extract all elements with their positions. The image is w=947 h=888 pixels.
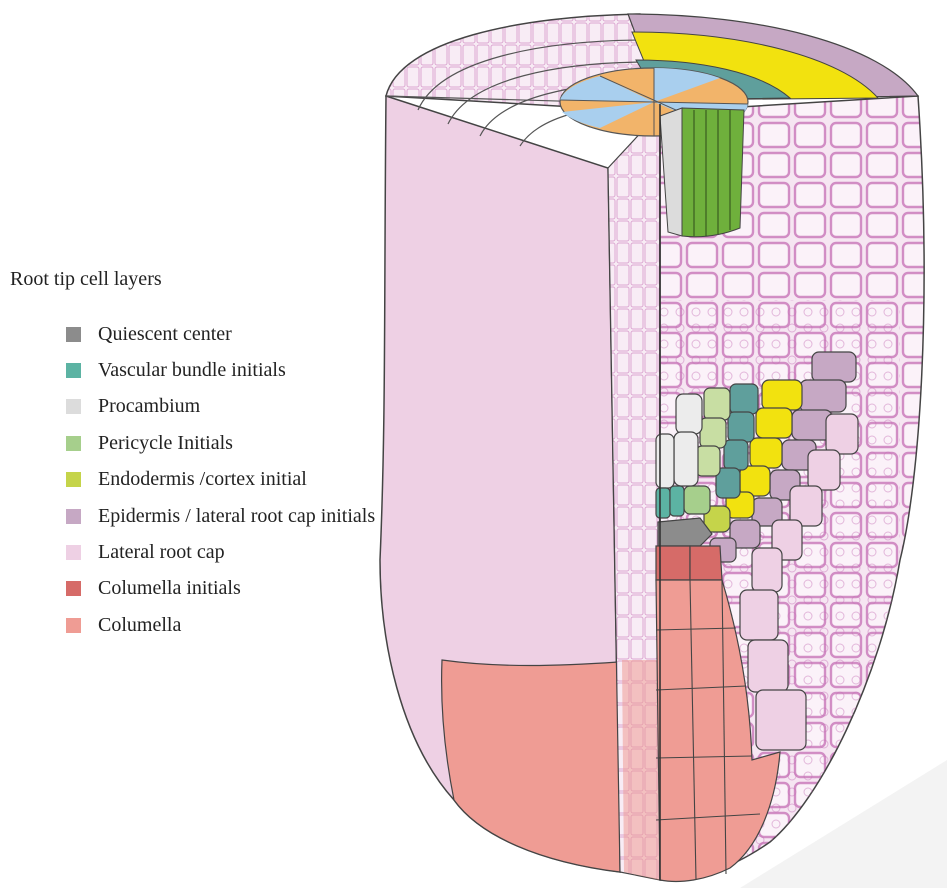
left-cut-face-tip — [622, 660, 660, 880]
vascular-cell — [728, 412, 754, 442]
columella-initial-cell — [656, 546, 690, 580]
pericycle-cell — [704, 388, 730, 420]
lateral-root-cap-cell — [808, 450, 840, 490]
cortex-cell — [762, 380, 802, 410]
vascular-cell — [724, 440, 748, 470]
columella-initial-cell — [690, 546, 722, 580]
lateral-root-cap-cell — [740, 590, 778, 640]
cortex-cell — [756, 408, 792, 438]
epidermis-cell — [800, 380, 846, 412]
procambium-cell — [656, 434, 674, 488]
stele-column — [660, 108, 744, 237]
lateral-root-cap-cell — [826, 414, 858, 454]
lateral-root-cap-cell — [752, 548, 782, 592]
pericycle-column — [682, 108, 744, 237]
procambium-cell — [674, 432, 698, 486]
procambium-cell — [676, 394, 702, 434]
vascular-initial — [656, 488, 670, 518]
pericycle-initial — [684, 486, 710, 514]
pericycle-cell — [700, 418, 726, 448]
epidermis-cell — [812, 352, 856, 382]
cortex-cell — [750, 438, 782, 468]
lateral-root-cap-cell — [756, 690, 806, 750]
lateral-root-cap-cell — [748, 640, 788, 692]
vascular-initial — [670, 486, 684, 516]
pericycle-cell — [696, 446, 720, 476]
outer-columella-surface — [442, 660, 620, 872]
vascular-cell — [730, 384, 758, 414]
